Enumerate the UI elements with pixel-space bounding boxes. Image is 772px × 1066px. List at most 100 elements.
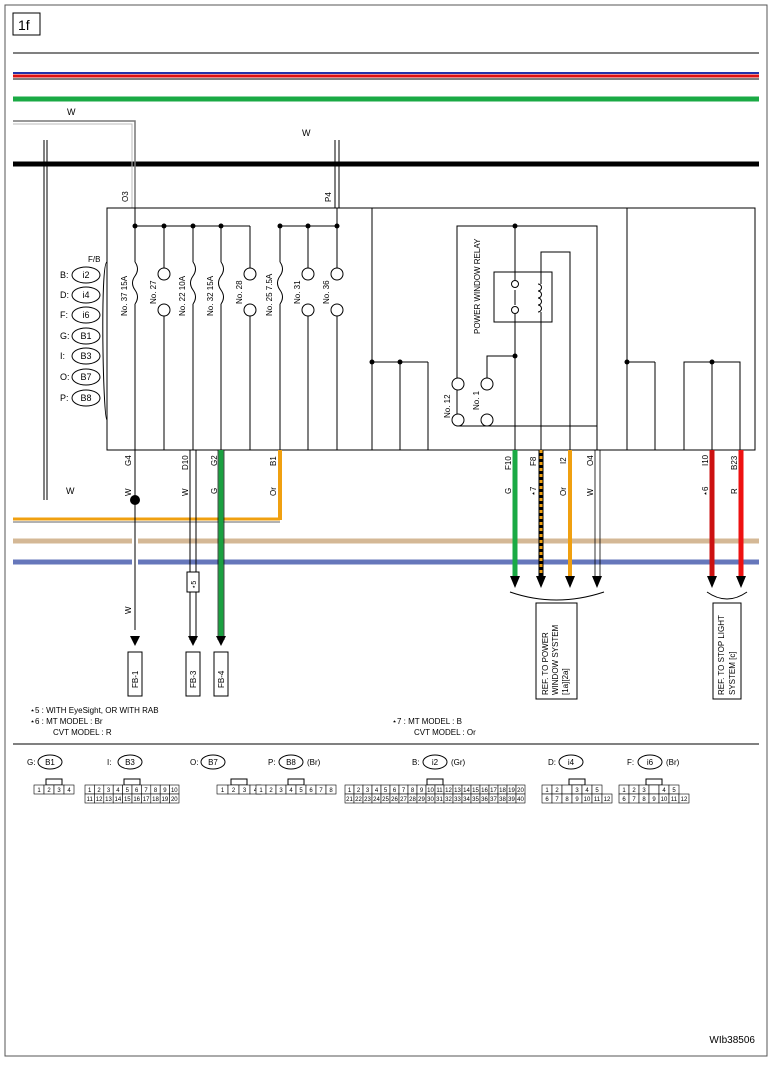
legend-pin-i2: 26	[391, 797, 398, 803]
fb-ref-4: FB-4	[217, 670, 226, 688]
legend-cell-i6	[648, 784, 660, 795]
junction-627	[624, 359, 630, 365]
legend-pin-b8: 7	[319, 788, 323, 794]
legend-pin-b8: 2	[269, 788, 273, 794]
relay-contact-1	[511, 280, 519, 288]
legend-pin-i4: 3	[575, 788, 579, 794]
legend-pin-i4: 1	[545, 788, 549, 794]
legend-pin-i2: 19	[508, 788, 515, 794]
legend-pin-b3: 19	[162, 797, 169, 803]
legend-pin-i2: 13	[454, 788, 461, 794]
note-star7-mt: ⋆7 : MT MODEL : B	[392, 717, 462, 726]
pin-i2: I2	[559, 457, 568, 464]
legend-pin-i6: 1	[622, 788, 626, 794]
wire-label-left-w: W	[66, 486, 75, 496]
fb-conn-prefix-5: O:	[60, 372, 70, 382]
legend-code-b1: B1	[45, 758, 55, 767]
legend-pin-b8: 1	[259, 788, 263, 794]
legend-cell-b3	[169, 793, 180, 804]
legend-pin-i4: 8	[565, 797, 569, 803]
legend-pin-b3: 11	[87, 797, 94, 803]
legend-pin-b3: 15	[124, 797, 131, 803]
fb-conn-code-0: i2	[82, 270, 89, 280]
legend-pin-i6: 5	[672, 788, 676, 794]
legend-pin-b1: 4	[67, 788, 71, 794]
legend-pin-b8: 6	[309, 788, 313, 794]
note-star6-mt: ⋆6 : MT MODEL : Br	[30, 717, 103, 726]
legend-pin-i2: 36	[481, 797, 488, 803]
color-g2: G	[210, 488, 219, 494]
legend-oval-i2	[422, 754, 448, 770]
fb-conn-prefix-1: D:	[60, 290, 69, 300]
legend-pin-i2: 18	[499, 788, 506, 794]
legend-pin-i4: 7	[555, 797, 559, 803]
arrow-o4	[592, 576, 602, 588]
legend-pin-b3: 13	[105, 797, 112, 803]
legend-key-i4	[568, 778, 586, 786]
pin-o4: O4	[586, 455, 595, 466]
legend-pin-i6: 8	[642, 797, 646, 803]
star5-box	[186, 571, 200, 593]
ref-bracket-stop	[706, 591, 748, 600]
fb-conn-code-2: i6	[82, 310, 89, 320]
color-b1: Or	[269, 487, 278, 496]
legend-pin-b7: 3	[243, 788, 247, 794]
legend-pin-b8: 8	[329, 788, 333, 794]
legend-pin-b3: 12	[96, 797, 103, 803]
terminal-p4: P4	[324, 192, 333, 202]
legend-key-i2	[426, 778, 444, 786]
legend-cell-i6	[678, 793, 690, 804]
legend-prefix-i6: F:	[627, 758, 634, 767]
arrow-fb1	[130, 636, 140, 646]
legend-code-i6: i6	[647, 758, 654, 767]
legend-oval-b3	[117, 754, 143, 770]
legend-pin-i6: 7	[632, 797, 636, 803]
arrow-i10	[707, 576, 717, 588]
bottom-terminals: G4 D10 G2 B1 F10 F8 I2 O4 I10 B23 W W G …	[124, 454, 739, 496]
legend-pin-i2: 17	[490, 788, 497, 794]
pin-f10: F10	[504, 456, 513, 470]
wire-label-top-w: W	[67, 107, 76, 117]
legend-pin-i2: 38	[499, 797, 506, 803]
legend-pin-i2: 32	[445, 797, 452, 803]
wire-label-lower-w: W	[124, 606, 133, 614]
legend-pin-b3: 3	[107, 788, 111, 794]
fb-conn-prefix-2: F:	[60, 310, 68, 320]
legend-prefix-b3: I:	[107, 758, 111, 767]
legend-pin-b3: 4	[116, 788, 120, 794]
color-g4: W	[124, 488, 133, 496]
legend-pin-i2: 35	[472, 797, 479, 803]
legend-color-b8: (Br)	[307, 758, 321, 767]
junction-400	[397, 359, 403, 365]
legend-pin-i2: 2	[357, 788, 361, 794]
legend-pin-i2: 14	[463, 788, 470, 794]
legend-pin-i2: 20	[517, 788, 524, 794]
legend-pin-b3: 10	[171, 788, 178, 794]
legend-prefix-i2: B:	[412, 758, 420, 767]
legend-code-b8: B8	[286, 758, 296, 767]
fb-conn-prefix-6: P:	[60, 393, 69, 403]
legend-color-i2: (Gr)	[451, 758, 466, 767]
arrow-fb3	[188, 636, 198, 646]
legend-pin-i2: 29	[418, 797, 425, 803]
legend-oval-i4	[558, 754, 584, 770]
wire-label-p4-w: W	[302, 128, 311, 138]
legend-key-b8	[287, 778, 305, 786]
star5-tag: ⋆5	[191, 581, 198, 589]
arrow-f10	[510, 576, 520, 588]
legend-pin-i4: 10	[584, 797, 591, 803]
legend-key-b7	[230, 778, 248, 786]
legend-pin-b8: 3	[279, 788, 283, 794]
legend-pin-i2: 3	[366, 788, 370, 794]
color-i2: Or	[559, 487, 568, 496]
legend-pin-i2: 30	[427, 797, 434, 803]
fuse-label-no28: No. 28	[235, 280, 244, 304]
terminal-o3: O3	[121, 191, 130, 202]
switch-12-bottom	[451, 413, 465, 427]
legend-pin-b8: 5	[299, 788, 303, 794]
fuse-label-no31: No. 31	[293, 280, 302, 304]
fb-ref-3: FB-3	[189, 670, 198, 688]
legend-pin-i4: 4	[585, 788, 589, 794]
legend-pin-i4: 11	[594, 797, 601, 803]
